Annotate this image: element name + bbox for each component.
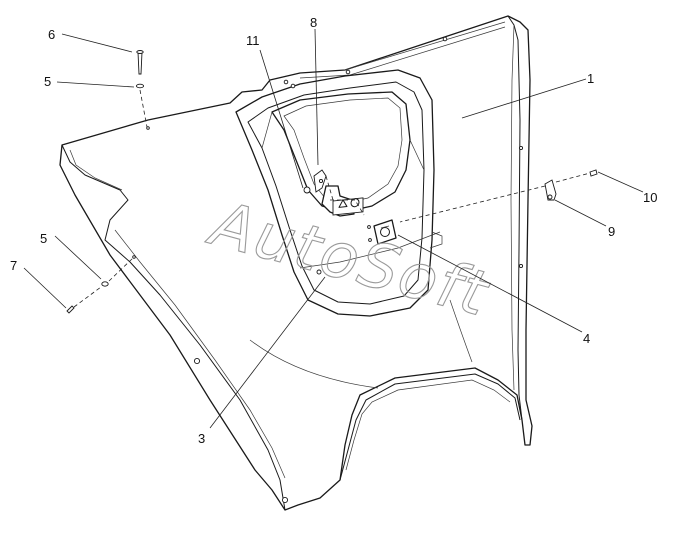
- callout-5-left: 5: [40, 231, 47, 246]
- callout-6: 6: [48, 27, 55, 42]
- fastener-11: [303, 186, 311, 194]
- callout-11: 11: [246, 33, 260, 48]
- callout-10: 10: [643, 190, 657, 205]
- callout-5-top: 5: [44, 74, 51, 89]
- callout-7: 7: [10, 258, 17, 273]
- screw-7: [66, 305, 75, 314]
- callout-1: 1: [587, 71, 594, 86]
- switch-plate: [373, 219, 397, 245]
- window-cutout: [271, 91, 411, 213]
- callout-4: 4: [583, 331, 590, 346]
- callout-9: 9: [608, 224, 615, 239]
- clip-9: [544, 179, 557, 201]
- panel-holes: [193, 36, 524, 504]
- callouts: 1 3 4 5 5 6 7 8 9 10 11: [10, 15, 657, 446]
- washer-5-top: [135, 83, 145, 89]
- screw-7-assembly: [66, 255, 136, 314]
- warning-label-group: [316, 197, 364, 275]
- bolt-6: [137, 51, 143, 75]
- callout-8: 8: [310, 15, 317, 30]
- screw-10: [589, 169, 598, 177]
- bolt-6-assembly: [135, 50, 150, 130]
- leader-lines: [23, 28, 644, 429]
- warning-label: [332, 197, 364, 216]
- washer-5-left: [101, 281, 109, 287]
- clip-9-assembly: [399, 169, 598, 223]
- callout-3: 3: [198, 431, 205, 446]
- label-pointer: [316, 269, 322, 275]
- switch-group: [367, 219, 397, 245]
